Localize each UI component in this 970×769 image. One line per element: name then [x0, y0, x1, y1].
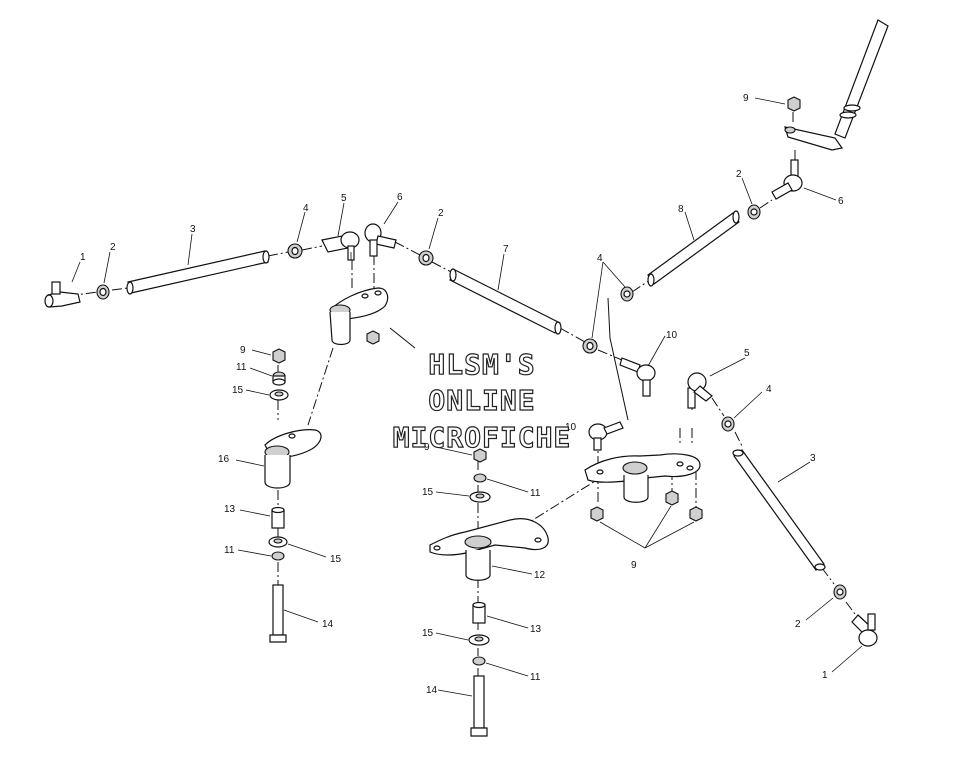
watermark: HLSM'S ONLINE MICROFICHE: [392, 347, 572, 454]
watermark-line-1: HLSM'S: [428, 348, 535, 381]
callout-15: 15: [232, 385, 244, 396]
steering-arm-plate: [784, 126, 844, 151]
idler-nut-9b: [665, 490, 679, 506]
right-upper-jam-nut: [747, 204, 761, 220]
idler-nut-9a: [590, 506, 604, 522]
left-stack-nut-9: [272, 348, 286, 364]
callout-13: 13: [224, 504, 236, 515]
left-stack-washer-15: [269, 389, 289, 401]
callout-5: 5: [341, 193, 347, 204]
leader-lines: [71, 97, 863, 697]
ball-joint-5-left: [321, 231, 360, 261]
callout-2: 2: [110, 242, 116, 253]
left-stack-washer-11: [272, 371, 286, 386]
center-lower-washer-15: [468, 634, 490, 646]
center-pivot-arm-12: [429, 518, 549, 581]
callout-14: 14: [322, 619, 334, 630]
center-bushing-13: [472, 601, 486, 624]
callout-3: 3: [190, 224, 196, 235]
center-bolt-14: [470, 675, 488, 737]
drag-link-jam-nut: [620, 286, 634, 302]
left-tie-rod-tube: [126, 250, 270, 295]
upper-pitman-arm-left: [329, 287, 389, 346]
watermark-line-2: ONLINE: [428, 384, 535, 417]
callout-16: 16: [218, 454, 230, 465]
callout-labels: 1 2 3 4 5 6 2 7 8 9 2 6 4 10 10 5 4 3 2 …: [80, 93, 844, 696]
center-lower-washer-11: [472, 656, 486, 666]
steering-column-shaft: [834, 19, 889, 139]
callout-6: 6: [397, 192, 403, 203]
callout-11: 11: [530, 488, 541, 499]
callout-11: 11: [530, 672, 541, 683]
callout-2: 2: [736, 169, 742, 180]
callout-5: 5: [744, 348, 750, 359]
center-right-jam-nut: [582, 338, 598, 354]
callout-13: 13: [530, 624, 542, 635]
center-stack-washer-11: [473, 473, 487, 483]
callout-11: 11: [224, 545, 235, 556]
callout-15: 15: [422, 628, 434, 639]
callout-11: 11: [236, 362, 247, 373]
left-tube-jam-nut: [287, 243, 303, 259]
left-pivot-arm-16: [264, 429, 322, 489]
callout-15: 15: [330, 554, 342, 565]
callout-2: 2: [795, 619, 801, 630]
left-tie-rod-end: [44, 281, 81, 308]
callout-10: 10: [565, 422, 577, 433]
callout-7: 7: [503, 244, 509, 255]
callout-10: 10: [666, 330, 678, 341]
callout-9: 9: [631, 560, 637, 571]
ball-joint-5-right: [687, 372, 713, 409]
callout-6: 6: [838, 196, 844, 207]
callout-9: 9: [424, 442, 430, 453]
center-tie-rod-tube: [449, 268, 562, 335]
callout-3: 3: [810, 453, 816, 464]
ball-joint-6-right: [771, 159, 803, 200]
callout-4: 4: [303, 203, 309, 214]
assembly-center-lines: [67, 112, 859, 676]
callout-15: 15: [422, 487, 434, 498]
ball-joint-10-upper: [619, 357, 656, 397]
right-idler-arm: [584, 453, 701, 503]
callout-14: 14: [426, 685, 438, 696]
callout-2: 2: [438, 208, 444, 219]
callout-1: 1: [822, 670, 828, 681]
idler-nut-9c: [689, 506, 703, 522]
left-lower-washer-15: [268, 536, 288, 548]
drag-link-tube-8: [647, 210, 740, 287]
callout-8: 8: [678, 204, 684, 215]
left-bushing-13: [271, 506, 285, 529]
callout-1: 1: [80, 252, 86, 263]
right-tie-rod-end: [851, 613, 878, 647]
right-tie-rod-tube: [732, 449, 826, 571]
ball-joint-10-lower: [588, 421, 624, 451]
left-lower-washer-11: [271, 551, 285, 561]
center-jam-nut: [418, 250, 434, 266]
callout-9: 9: [743, 93, 749, 104]
callout-12: 12: [534, 570, 546, 581]
callout-9: 9: [240, 345, 246, 356]
right-jam-nut-4: [721, 416, 735, 432]
left-jam-nut: [96, 284, 110, 300]
center-stack-washer-15: [469, 491, 491, 503]
ball-joint-6-center: [364, 223, 397, 257]
callout-4: 4: [766, 384, 772, 395]
pitman-arm-nut: [366, 330, 380, 345]
right-jam-nut-2: [833, 584, 847, 600]
column-nut-9: [787, 96, 801, 112]
left-bolt-14: [269, 584, 287, 643]
center-stack-nut-9: [473, 448, 487, 463]
watermark-line-3: MICROFICHE: [393, 421, 572, 454]
callout-4: 4: [597, 253, 603, 264]
